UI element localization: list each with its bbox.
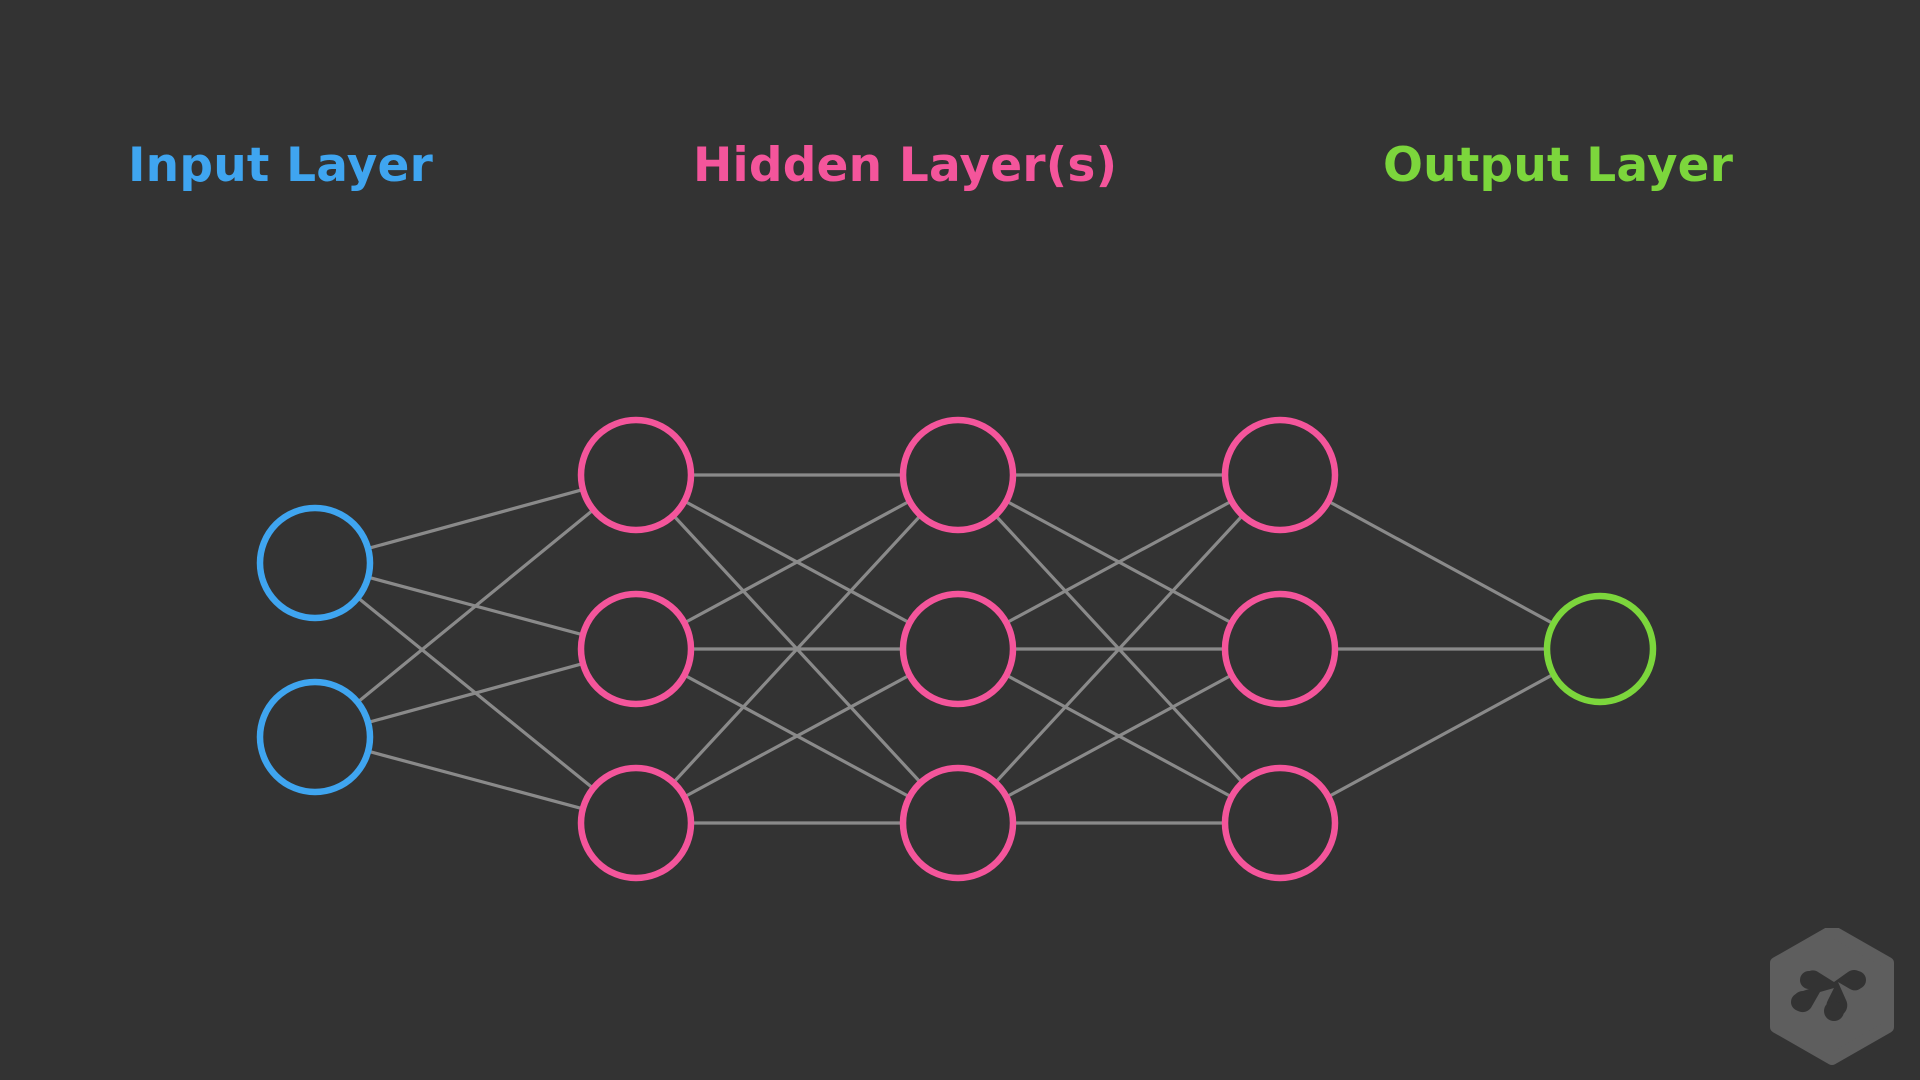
connection-edge [682,499,912,625]
connection-edge [1326,499,1556,626]
connection-edge [671,513,923,785]
connection-edge [1004,499,1234,625]
hidden-layer-3-node-2 [1221,590,1339,708]
connection-edge [366,661,585,725]
input-layer-node-1 [256,504,374,622]
connection-edge [366,487,585,551]
input-layer-label: Input Layer [128,138,433,193]
connection-edge [356,508,595,704]
edges-group [356,473,1556,825]
connection-edge [1004,673,1234,799]
hidden-layer-2-node-3 [899,764,1017,882]
hidden-layer-1-node-1 [577,416,695,534]
output-layer-label: Output Layer [1383,138,1734,193]
hidden-layer-1-node-3 [577,764,695,882]
treehouse-logo-watermark [1770,928,1894,1065]
input-layer-node-2 [256,678,374,796]
hidden-layer-label: Hidden Layer(s) [693,138,1118,193]
output-layer-node-1 [1543,592,1657,706]
hidden-layer-2-node-2 [899,590,1017,708]
nodes-group [256,416,1657,882]
hidden-layer-1-node-2 [577,590,695,708]
hidden-layer-3-node-1 [1221,416,1339,534]
connection-edge [993,513,1245,785]
connection-edge [366,749,585,811]
connection-edge [682,673,912,799]
hidden-layer-3-node-3 [1221,764,1339,882]
hidden-layer-2-node-1 [899,416,1017,534]
connection-edge [1326,672,1556,799]
neuron-glyph-icon [1791,969,1866,1021]
